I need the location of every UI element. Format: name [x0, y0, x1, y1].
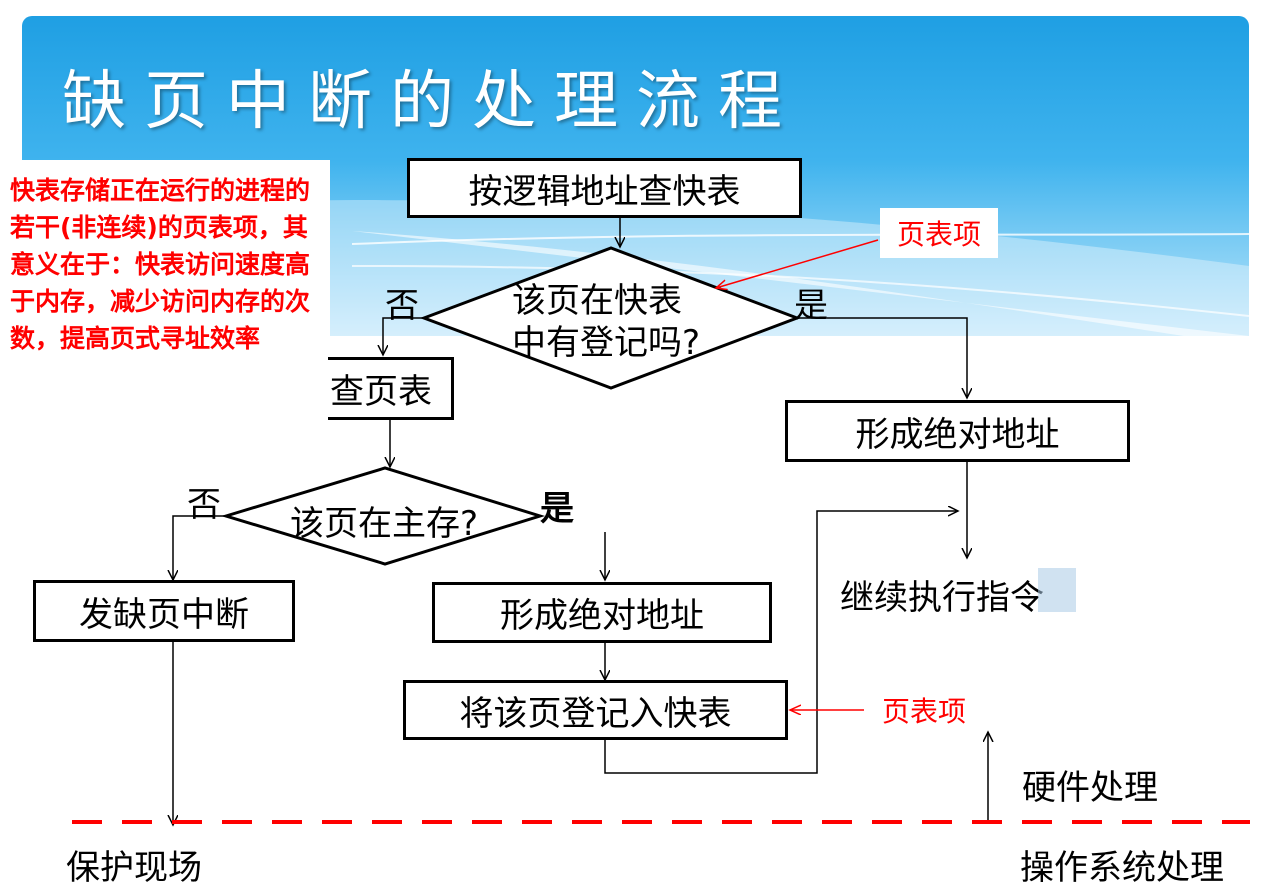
decision-in-tlb-line1: 该页在快表: [512, 281, 682, 321]
arrow-register-loop: [604, 511, 958, 774]
page-title: 缺页中断的处理流程: [62, 65, 800, 139]
decision-in-memory-text: 该页在主存?: [290, 504, 479, 544]
os-label: 操作系统处理: [1020, 848, 1224, 888]
node-form-address-left: 形成绝对地址: [432, 582, 772, 643]
node-continue-exec: 继续执行指令: [840, 570, 1044, 619]
tlb-explanation-note: 快表存储正在运行的进程的若干(非连续)的页表项，其意义在于：快表访问速度高于内存…: [10, 176, 311, 353]
branch-yes-label-2: 是: [540, 489, 574, 529]
branch-no-label-2: 否: [187, 485, 221, 525]
node-lookup-tlb: 按逻辑地址查快表: [407, 158, 802, 218]
hardware-label: 硬件处理: [1022, 768, 1158, 808]
save-context-label: 保护现场: [66, 848, 202, 888]
node-page-fault: 发缺页中断: [33, 580, 295, 642]
decision-in-tlb-line2: 中有登记吗?: [512, 323, 701, 363]
decision-in-memory-shape: [220, 466, 546, 566]
node-lookup-page-table: 查页表: [328, 357, 454, 420]
pte-label-1: 页表项: [880, 208, 998, 258]
branch-yes-label-1: 是: [794, 286, 828, 326]
node-register-tlb: 将该页登记入快表: [403, 680, 788, 740]
highlight-mark: [1038, 568, 1076, 612]
arrow-no-to-page-fault: [173, 515, 226, 580]
note-background: [0, 160, 330, 430]
branch-no-label-1: 否: [385, 286, 419, 326]
continue-exec-text: 继续执行指令: [840, 578, 1044, 618]
arrow-no-to-page-table: [383, 317, 424, 355]
pte-pointer-arrow-1: [716, 239, 879, 288]
node-form-address-right: 形成绝对地址: [785, 400, 1130, 462]
pte-label-2: 页表项: [881, 695, 966, 728]
arrow-yes-to-form-addr: [797, 317, 967, 398]
